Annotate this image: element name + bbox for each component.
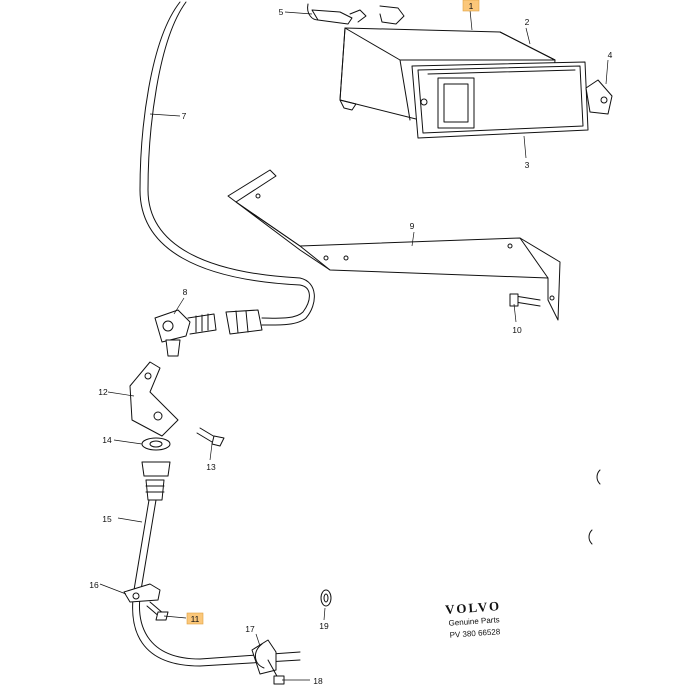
callout-19: 19: [319, 621, 329, 631]
highlight-box-part-11: [186, 612, 204, 625]
highlight-box-part-1: [462, 0, 480, 12]
logo-brand: VOLVO: [445, 598, 502, 617]
callout-2: 2: [525, 17, 530, 27]
bracket-part-12: [129, 361, 179, 437]
screw-part-11: [146, 601, 169, 621]
callout-12: 12: [98, 387, 108, 397]
callout-10: 10: [512, 325, 522, 335]
callout-18: 18: [313, 676, 323, 686]
mounting-tab-part-4: [585, 79, 613, 115]
clamp-part-17: [251, 639, 277, 675]
scan-mark: [588, 529, 593, 545]
screw-part-10: [509, 293, 541, 307]
callout-4: 4: [608, 50, 613, 60]
logo-line-1: Genuine Parts: [448, 615, 500, 628]
callout-8: 8: [183, 287, 188, 297]
cable-part-15: [132, 499, 301, 667]
callout-15: 15: [102, 514, 112, 524]
logo-line-2: PV 380 66528: [449, 627, 501, 640]
cable-end-fitting: [307, 3, 405, 25]
scan-mark: [596, 469, 601, 485]
cable-part-7: [139, 1, 315, 326]
callout-9: 9: [410, 221, 415, 231]
callout-16: 16: [89, 580, 99, 590]
washer-part-19: [320, 589, 332, 607]
screw-part-13: [196, 427, 225, 447]
callout-5: 5: [279, 7, 284, 17]
callout-17: 17: [245, 624, 255, 634]
volvo-genuine-parts-logo: VOLVO Genuine Parts PV 380 66528: [445, 598, 502, 640]
callout-14: 14: [102, 435, 112, 445]
front-panel-part-3: [411, 61, 589, 139]
callout-1: 1: [469, 1, 474, 11]
callout-13: 13: [206, 462, 216, 472]
leader-lines: [99, 9, 609, 681]
nut-part-14: [141, 437, 171, 501]
callout-11: 11: [191, 614, 200, 624]
bracket-part-9: [227, 169, 561, 321]
callout-7: 7: [182, 111, 187, 121]
connector-part-8: [154, 309, 263, 357]
clamp-part-16: [123, 583, 161, 603]
screw-part-18: [267, 659, 285, 685]
callout-3: 3: [525, 160, 530, 170]
